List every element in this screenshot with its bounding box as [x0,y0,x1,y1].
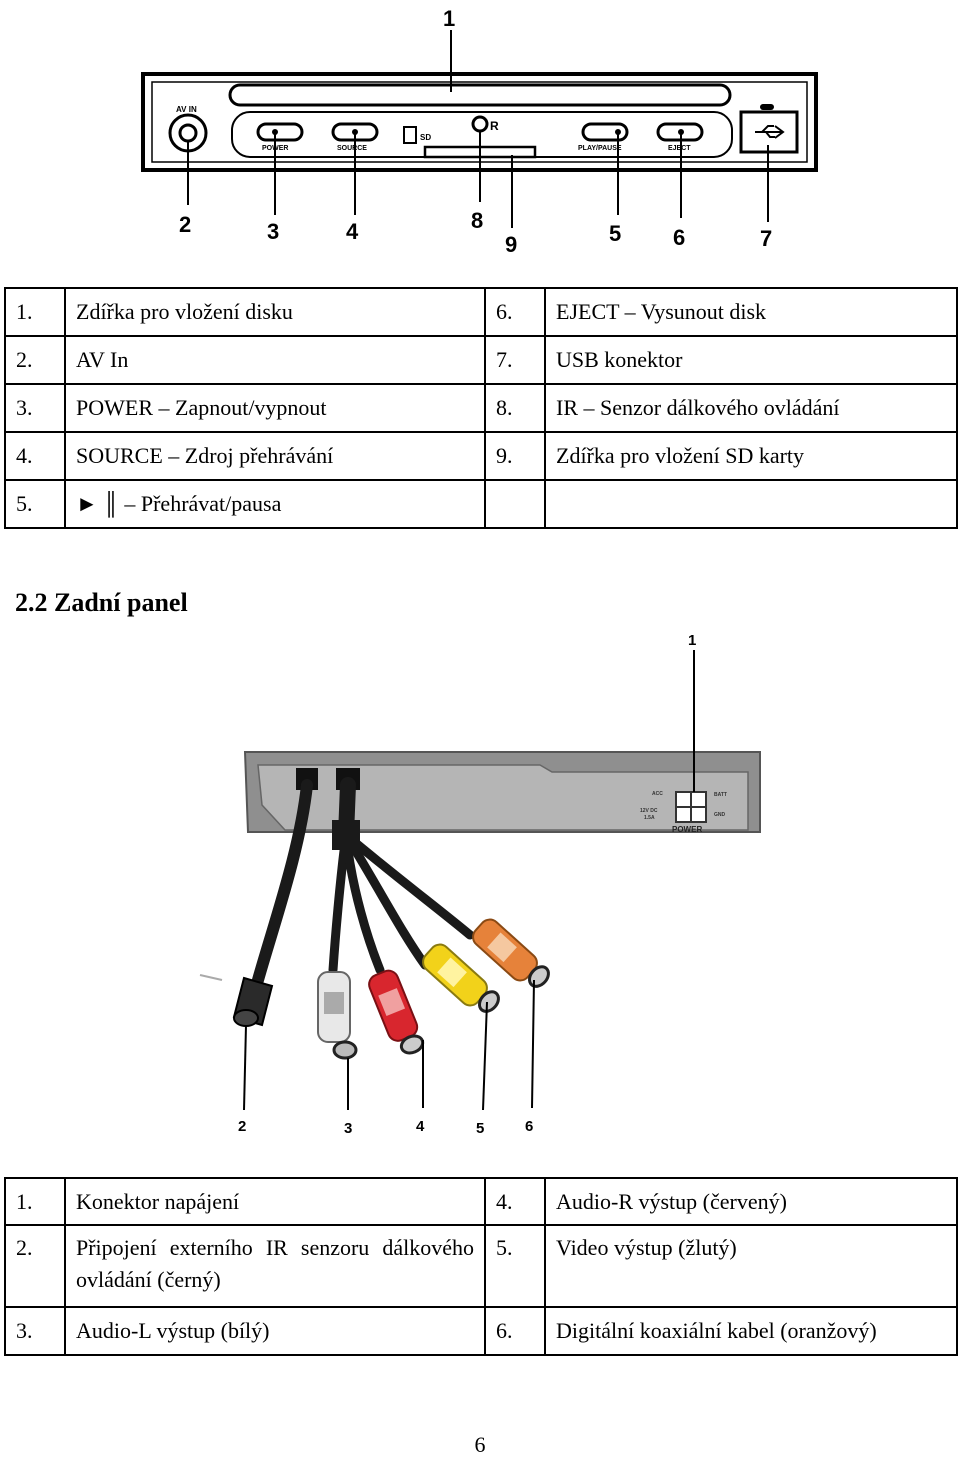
amp-label: 1.5A [644,815,655,821]
play-pause-button [581,122,629,142]
page-number: 6 [474,1432,486,1457]
row-description: Video výstup (žlutý) [544,1224,958,1308]
audio-r-plug-red [368,969,425,1055]
row-number: 4. [4,431,66,481]
callout-7: 7 [760,226,772,251]
rear-callout-4: 4 [416,1118,425,1135]
video-plug-yellow [422,943,500,1013]
row-number: 1. [4,1177,66,1226]
row-description: Digitální koaxiální kabel (oranžový) [544,1306,958,1356]
audio-l-plug-white [317,971,358,1060]
row-number: 3. [4,383,66,433]
row-number: 6. [484,1306,546,1356]
rear-callout-1: 1 [688,632,696,649]
row-number: 2. [4,1224,66,1308]
front-panel-diagram: AV IN POWER SOURCE SD R PLAY/PAUSE EJECT… [141,6,818,257]
gnd-label: GND [714,812,726,818]
acc-label: ACC [652,791,663,797]
row-description: POWER – Zapnout/vypnout [64,383,486,433]
coaxial-plug-orange [472,918,550,988]
table-row: 5. ► ║ – Přehrávat/pausa [4,479,958,529]
callout-5: 5 [609,221,621,246]
table-row: 1. Konektor napájení 4. Audio-R výstup (… [4,1177,958,1226]
row-number: 7. [484,335,546,385]
row-number: 3. [4,1306,66,1356]
row-number [484,479,546,529]
callout-1: 1 [443,6,455,31]
ir-cable [252,779,313,986]
row-description: Zdířka pro vložení disku [64,287,486,337]
row-number: 4. [484,1177,546,1226]
row-description: SOURCE – Zdroj přehrávání [64,431,486,481]
power-connector-label: POWER [672,825,702,834]
callout-3: 3 [267,219,279,244]
row-description: Připojení externího IR senzoru dálkového… [64,1224,486,1308]
disc-slot [228,83,732,107]
rear-callout-5: 5 [476,1120,484,1137]
av-in-text: AV IN [176,105,197,114]
ir-sensor-plug [232,976,274,1027]
power-button [256,122,304,142]
rear-panel-legend-table: 1. Konektor napájení 4. Audio-R výstup (… [4,1177,958,1356]
row-number: 1. [4,287,66,337]
callout-9: 9 [505,232,517,257]
source-text: SOURCE [337,145,367,152]
row-number: 9. [484,431,546,481]
row-number: 6. [484,287,546,337]
eject-text: EJECT [668,145,691,152]
row-description: Audio-R výstup (červený) [544,1177,958,1226]
ir-sensor [471,115,489,133]
row-description: IR – Senzor dálkového ovládání [544,383,958,433]
table-row: 2. AV In 7. USB konektor [4,335,958,385]
table-row: 4. SOURCE – Zdroj přehrávání 9. Zdířka p… [4,431,958,481]
row-description [544,479,958,529]
row-description: Audio-L výstup (bílý) [64,1306,486,1356]
callout-2: 2 [179,212,191,237]
batt-label: BATT [714,792,727,798]
row-description: EJECT – Vysunout disk [544,287,958,337]
callout-4: 4 [346,219,359,244]
row-number: 5. [484,1224,546,1308]
row-number: 2. [4,335,66,385]
row-number: 5. [4,479,66,529]
sd-icon [403,126,417,144]
rear-callout-6: 6 [525,1118,533,1135]
rear-callout-3: 3 [344,1120,352,1137]
callout-8: 8 [471,208,483,233]
rear-callout-2: 2 [238,1118,246,1135]
row-description: Zdířka pro vložení SD karty [544,431,958,481]
table-row: 1. Zdířka pro vložení disku 6. EJECT – V… [4,287,958,337]
table-row: 2. Připojení externího IR senzoru dálkov… [4,1224,958,1308]
row-description: AV In [64,335,486,385]
row-number: 8. [484,383,546,433]
callout-6: 6 [673,225,685,250]
volt-label: 12V DC [640,808,658,814]
section-heading: 2.2 Zadní panel [15,588,188,617]
front-panel-legend-table: 1. Zdířka pro vložení disku 6. EJECT – V… [4,287,958,529]
play-pause-text: PLAY/PAUSE [578,145,622,152]
usb-icon [755,125,785,139]
table-row: 3. POWER – Zapnout/vypnout 8. IR – Senzo… [4,383,958,433]
row-description: USB konektor [544,335,958,385]
sd-text: SD [420,133,431,142]
table-row: 3. Audio-L výstup (bílý) 6. Digitální ko… [4,1306,958,1356]
row-description: Konektor napájení [64,1177,486,1226]
rear-panel-diagram: POWER ACC BATT GND 12V DC 1.5A [199,632,761,1137]
ir-text: R [490,119,499,133]
row-description: ► ║ – Přehrávat/pausa [64,479,486,529]
